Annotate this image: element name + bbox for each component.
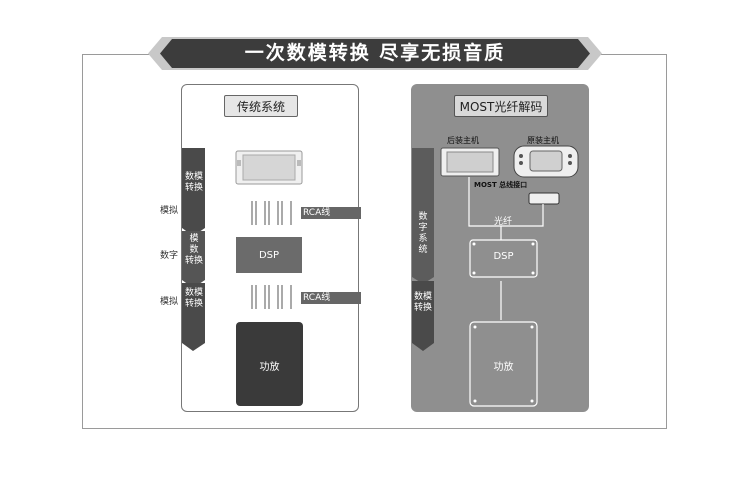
left-dsp-label: DSP <box>258 250 280 261</box>
most-bus-connector-icon <box>528 192 560 205</box>
right-amp-box <box>469 321 538 407</box>
banner-shape <box>148 37 602 70</box>
left-arrow-label-3: 数模 转换 <box>184 288 203 309</box>
right-conversion-arrows <box>412 148 434 351</box>
left-arrow-label-2: 模 数 转换 <box>184 234 203 266</box>
right-dsp-label: DSP <box>493 251 514 262</box>
rca-tag-1: RCA线 <box>301 207 361 219</box>
rca-cables-2 <box>251 285 292 309</box>
side-label-analog-2: 模拟 <box>160 297 179 307</box>
side-label-digital: 数字 <box>160 251 179 261</box>
head-unit-icon <box>235 150 303 185</box>
banner: 一次数模转换 尽享无损音质 <box>148 37 602 70</box>
right-amp-label: 功放 <box>493 362 514 373</box>
left-arrow-label-1: 数模 转换 <box>184 172 203 193</box>
oem-host-icon <box>513 145 579 178</box>
traditional-system-title: 传统系统 <box>224 95 298 117</box>
most-fiber-panel <box>411 84 589 412</box>
right-dsp-box <box>469 239 538 278</box>
side-label-analog-1: 模拟 <box>160 206 179 216</box>
most-bus-label: MOST 总线接口 <box>474 181 528 189</box>
right-arrow-label-1: 数字系统 <box>418 212 428 255</box>
rca-tag-2: RCA线 <box>301 292 361 304</box>
most-fiber-title: MOST光纤解码 <box>454 95 548 117</box>
banner-title: 一次数模转换 尽享无损音质 <box>244 42 506 64</box>
fiber-label: 光纤 <box>494 217 513 227</box>
rear-host-label: 后装主机 <box>447 136 479 145</box>
fiber-lines <box>468 177 544 320</box>
rear-host-icon <box>440 147 500 177</box>
right-arrow-label-2: 数模 转换 <box>413 292 432 313</box>
oem-host-label: 原装主机 <box>527 136 559 145</box>
left-dsp-box <box>236 237 302 273</box>
rca-cables-1 <box>251 201 292 225</box>
left-amp-label: 功放 <box>259 362 280 373</box>
left-amp-box <box>236 322 303 406</box>
left-conversion-arrows <box>182 148 205 351</box>
